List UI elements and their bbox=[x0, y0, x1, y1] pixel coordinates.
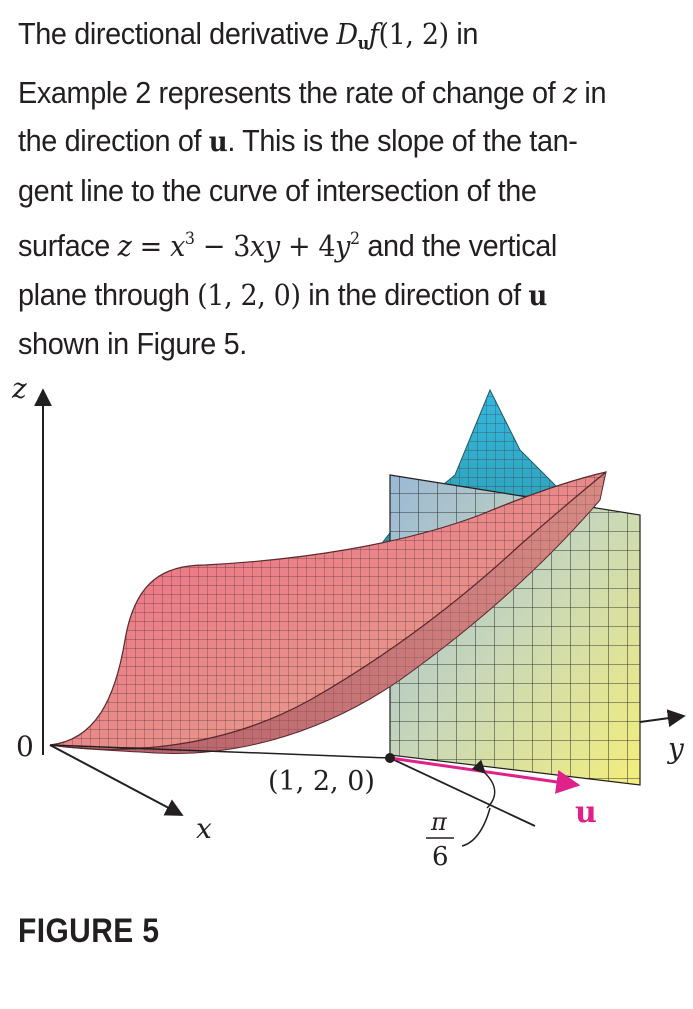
figure-caption: FIGURE 5 bbox=[18, 912, 160, 950]
line-6: plane through (1, 2, 0) in the direction… bbox=[18, 276, 547, 312]
angle-denominator: 6 bbox=[432, 842, 449, 872]
angle-leader bbox=[461, 807, 491, 847]
z-axis-label: z bbox=[11, 372, 27, 405]
origin-label: 0 bbox=[16, 730, 34, 763]
x-axis-label: x bbox=[196, 812, 212, 845]
angle-numerator: π bbox=[430, 808, 448, 836]
reference-line bbox=[389, 757, 536, 827]
line-3: the direction of u. This is the slope of… bbox=[18, 123, 578, 158]
y-axis bbox=[639, 709, 686, 728]
angle-arc bbox=[471, 759, 496, 809]
point-label: (1, 2, 0) bbox=[268, 766, 375, 797]
vector-label: u bbox=[575, 795, 597, 830]
line-7: shown in Figure 5. bbox=[18, 326, 247, 361]
base-line bbox=[49, 744, 391, 759]
explanatory-paragraph: The directional derivative Duf(1, 2) in … bbox=[18, 10, 636, 369]
figure-5-illustration: z 0 x y (1, 2, 0) u π 6 bbox=[11, 372, 686, 872]
y-axis-label: y bbox=[666, 732, 685, 765]
x-axis bbox=[49, 744, 184, 816]
line-2: Example 2 represents the rate of change … bbox=[18, 74, 607, 110]
surface-pink bbox=[49, 471, 607, 750]
point-dot bbox=[385, 753, 395, 763]
line-5: surface z = x3 − 3xy + 4y2 and the verti… bbox=[18, 228, 557, 263]
line-4: gent line to the curve of intersection o… bbox=[18, 172, 537, 208]
line-1: The directional derivative Duf(1, 2) in bbox=[18, 16, 479, 54]
